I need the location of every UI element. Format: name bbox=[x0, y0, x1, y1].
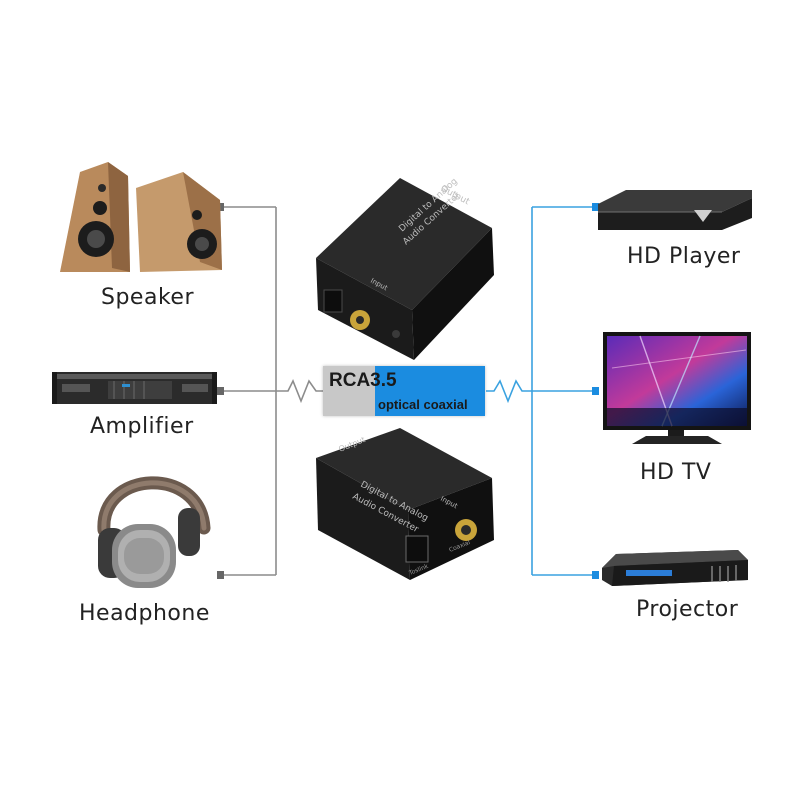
badge-blue-section bbox=[375, 366, 485, 416]
hd-player-label: HD Player bbox=[627, 244, 741, 269]
hd-player-connector-dot bbox=[592, 203, 599, 211]
headphone-image bbox=[97, 476, 211, 588]
hd-tv-label: HD TV bbox=[640, 460, 712, 485]
headphone-connector-dot bbox=[217, 571, 224, 579]
speaker-label: Speaker bbox=[101, 285, 194, 310]
right-connector bbox=[486, 206, 592, 576]
amplifier-connector-dot bbox=[217, 387, 224, 395]
badge-primary-text: RCA3.5 bbox=[329, 370, 397, 391]
amplifier-image bbox=[52, 372, 217, 404]
projector-label: Projector bbox=[636, 597, 739, 622]
hd-tv-image bbox=[603, 332, 751, 444]
hd-tv-connector-dot bbox=[592, 387, 599, 395]
headphone-label: Headphone bbox=[79, 601, 210, 626]
projector-image bbox=[602, 550, 748, 586]
badge-gray-section bbox=[323, 366, 375, 416]
left-connector bbox=[224, 206, 323, 576]
hd-player-image bbox=[598, 190, 752, 230]
converter-bottom-image: Digital to Analog Audio Converter Output… bbox=[316, 428, 494, 580]
converter-top-image: Digital to Analog Audio Converter Output… bbox=[316, 177, 494, 360]
signal-type-badge: RCA3.5 optical coaxial bbox=[323, 366, 485, 416]
amplifier-label: Amplifier bbox=[90, 414, 194, 439]
speaker-image bbox=[60, 162, 222, 272]
speaker-connector-dot bbox=[217, 203, 224, 211]
badge-secondary-text: optical coaxial bbox=[378, 397, 468, 412]
projector-connector-dot bbox=[592, 571, 599, 579]
